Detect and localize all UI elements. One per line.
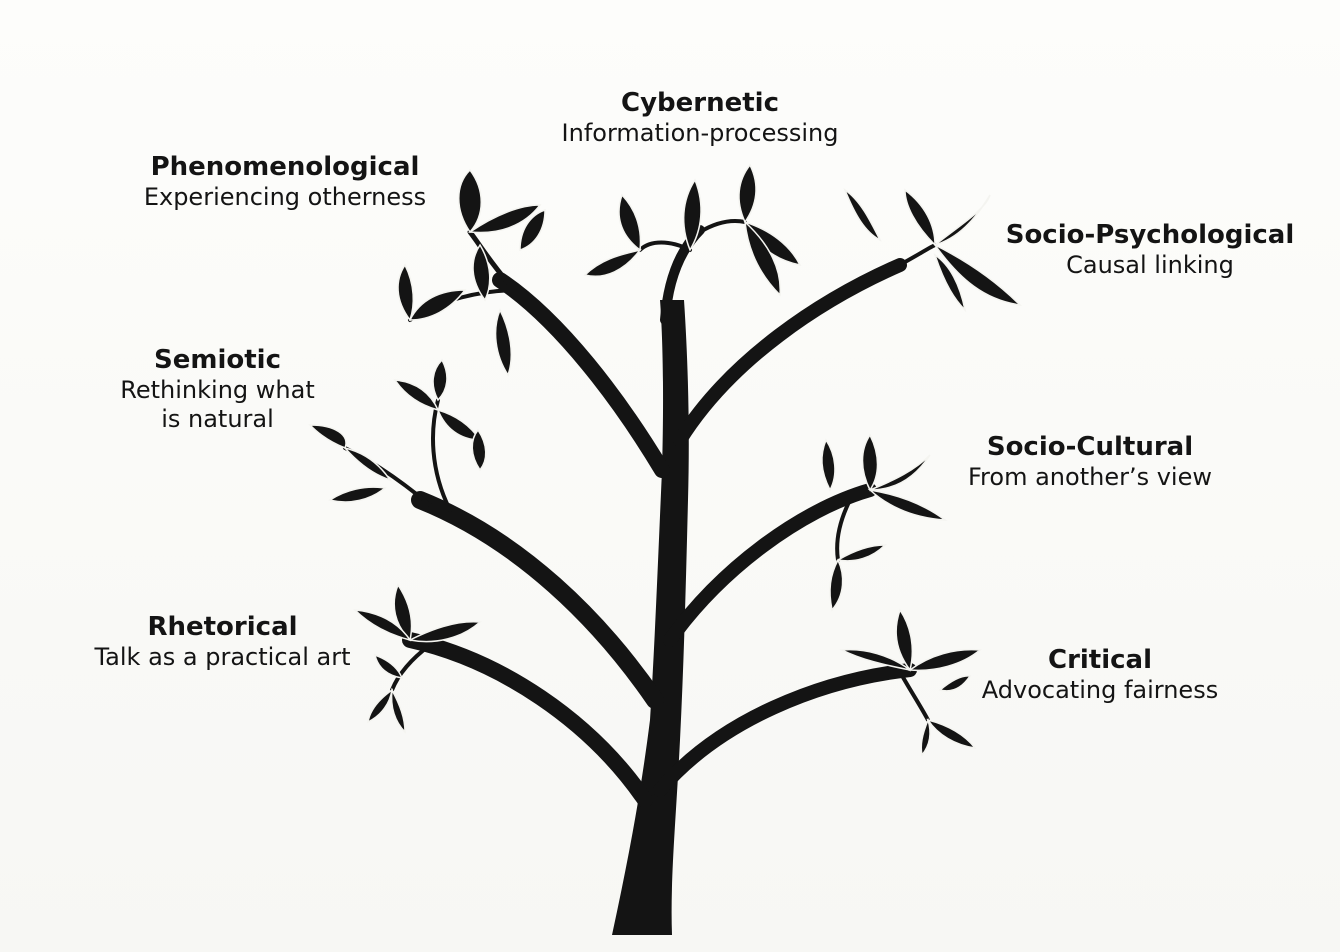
tradition-title-rhetorical: Rhetorical xyxy=(75,612,370,643)
branch-semiotic xyxy=(420,500,655,700)
leaf xyxy=(410,622,480,642)
leaf xyxy=(935,195,990,245)
tradition-title-critical: Critical xyxy=(955,645,1245,676)
tradition-subtitle-critical: Advocating fairness xyxy=(955,676,1245,705)
leaf xyxy=(496,310,512,375)
leaf xyxy=(585,250,640,276)
leaf xyxy=(392,690,405,732)
label-rhetorical: Rhetorical Talk as a practical art xyxy=(75,612,370,672)
leaf xyxy=(330,487,385,502)
leaf xyxy=(830,560,843,610)
leaf xyxy=(410,290,465,320)
leaf xyxy=(619,195,640,250)
tradition-title-phenomenological: Phenomenological xyxy=(130,152,440,183)
label-cybernetic: Cybernetic Information-processing xyxy=(545,88,855,148)
leaf xyxy=(375,655,402,678)
label-semiotic: Semiotic Rethinking what is natural xyxy=(100,345,335,434)
label-socio-cultural: Socio-Cultural From another’s view xyxy=(935,432,1245,492)
tradition-title-socio-psychological: Socio-Psychological xyxy=(995,220,1305,251)
leaf xyxy=(684,180,701,250)
leaf xyxy=(822,440,835,490)
tradition-subtitle-cybernetic: Information-processing xyxy=(545,119,855,148)
leaf xyxy=(928,720,975,748)
leaf xyxy=(905,190,935,245)
label-phenomenological: Phenomenological Experiencing otherness xyxy=(130,152,440,212)
leaf xyxy=(438,410,480,440)
leaf xyxy=(863,435,878,490)
branch-rhetorical xyxy=(410,640,645,800)
leaf xyxy=(433,360,447,400)
tradition-subtitle-rhetorical: Talk as a practical art xyxy=(75,643,370,672)
leaf xyxy=(395,380,438,410)
twig-cybernetic-2 xyxy=(700,221,745,232)
leaf xyxy=(870,455,930,490)
tradition-subtitle-socio-psychological: Causal linking xyxy=(995,251,1305,280)
leaf xyxy=(845,190,880,240)
tradition-subtitle-semiotic-line2: is natural xyxy=(100,405,335,434)
leaf xyxy=(870,490,945,520)
tradition-title-semiotic: Semiotic xyxy=(100,345,335,376)
trunk xyxy=(612,300,689,935)
leaf xyxy=(838,545,885,561)
leaf xyxy=(472,430,486,470)
leaf xyxy=(459,170,482,232)
twig-critical-1 xyxy=(900,672,928,720)
tradition-subtitle-phenomenological: Experiencing otherness xyxy=(130,183,440,212)
twig-rhetorical-1 xyxy=(392,645,430,690)
twig-socio-cultural-1 xyxy=(837,500,850,560)
leaf xyxy=(739,165,756,222)
leaf xyxy=(345,448,390,480)
tradition-subtitle-semiotic-line1: Rethinking what xyxy=(100,376,335,405)
label-socio-psychological: Socio-Psychological Causal linking xyxy=(995,220,1305,280)
leaf xyxy=(896,610,912,670)
leaf xyxy=(921,720,930,755)
tradition-title-cybernetic: Cybernetic xyxy=(545,88,855,119)
tradition-subtitle-socio-cultural: From another’s view xyxy=(935,463,1245,492)
branch-critical xyxy=(660,670,910,790)
twig-socio-psychological-1 xyxy=(890,245,935,270)
leaf xyxy=(398,265,413,320)
branch-phenomenological xyxy=(500,280,662,470)
leaf xyxy=(368,690,392,722)
tree-branches xyxy=(612,300,689,935)
label-critical: Critical Advocating fairness xyxy=(955,645,1245,705)
tradition-title-socio-cultural: Socio-Cultural xyxy=(935,432,1245,463)
branch-socio-psychological xyxy=(680,265,900,440)
